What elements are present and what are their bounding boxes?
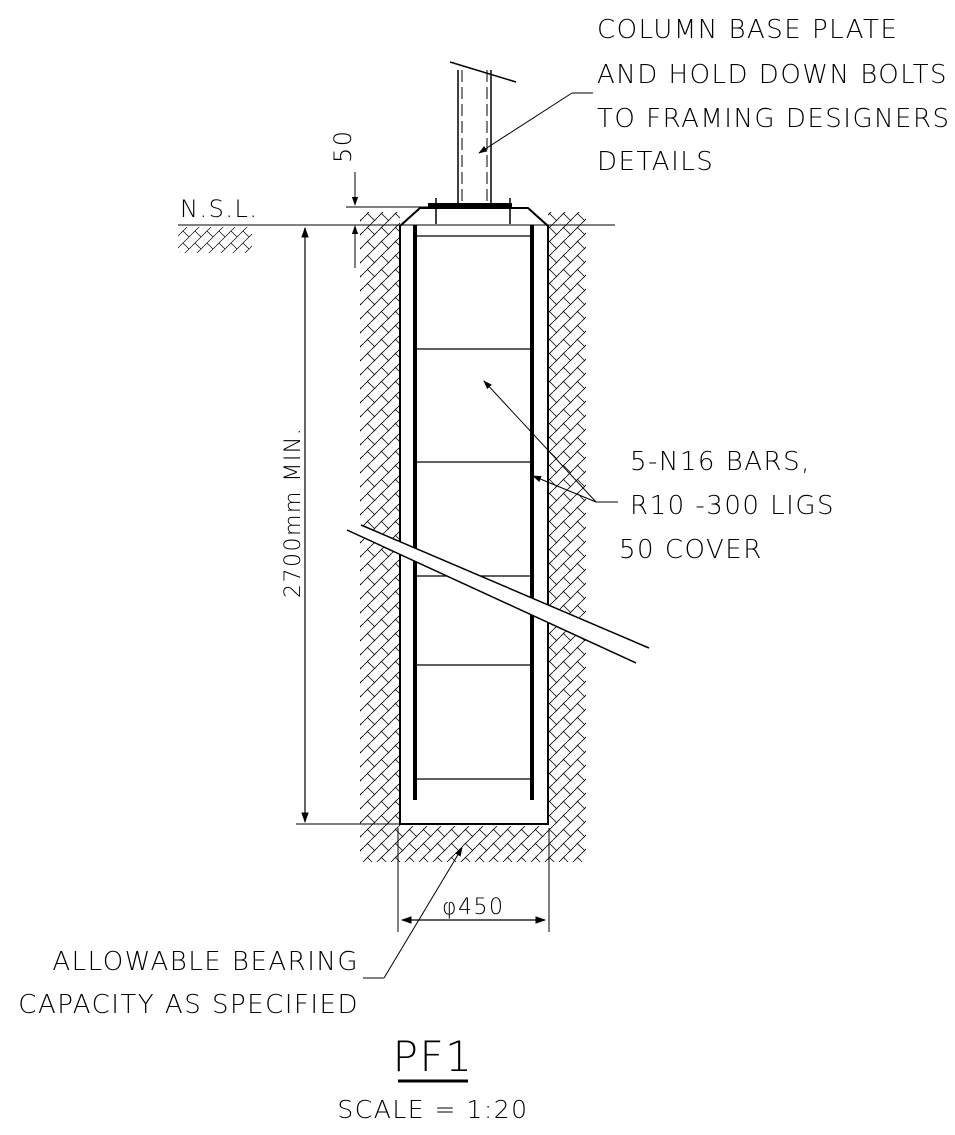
reinforcement-note-leaders xyxy=(483,380,618,503)
reinforcement-note-line-1: 5-N16 BARS, xyxy=(630,447,811,477)
reinforcement-note-line-2: R10 -300 LIGS xyxy=(630,491,835,521)
column-note: COLUMN BASE PLATE AND HOLD DOWN BOLTS TO… xyxy=(597,15,951,177)
base-plate xyxy=(428,198,512,224)
reinforcement-note-line-3: 50 COVER xyxy=(619,535,763,565)
reinforcement-note: 5-N16 BARS, R10 -300 LIGS 50 COVER xyxy=(619,447,835,565)
bearing-note: ALLOWABLE BEARING CAPACITY AS SPECIFIED xyxy=(18,947,359,1020)
ligatures xyxy=(415,235,532,780)
depth-dimension-label: 2700mm MIN. xyxy=(281,427,306,598)
depth-dimension xyxy=(296,224,404,825)
ground-level-label: N.S.L. xyxy=(180,195,258,223)
soil-hatch xyxy=(360,212,586,862)
break-line xyxy=(346,524,650,664)
column-note-line-3: TO FRAMING DESIGNERS xyxy=(597,104,951,134)
column-note-leader xyxy=(478,92,593,154)
top-dimension xyxy=(346,172,430,268)
diameter-dimension xyxy=(397,828,550,932)
diameter-dimension-label: φ450 xyxy=(442,895,505,920)
detail-title: PF1 xyxy=(393,1032,474,1081)
pier-outline xyxy=(399,207,549,825)
bearing-note-line-2: CAPACITY AS SPECIFIED xyxy=(18,990,359,1020)
column-note-line-4: DETAILS xyxy=(597,147,714,177)
bearing-note-leader xyxy=(363,847,463,979)
column-note-line-1: COLUMN BASE PLATE xyxy=(597,15,898,45)
reinforcement-bars xyxy=(413,225,534,800)
top-dimension-label: 50 xyxy=(329,129,357,163)
detail-scale: SCALE = 1:20 xyxy=(337,1095,528,1124)
bearing-note-line-1: ALLOWABLE BEARING xyxy=(52,947,359,977)
column xyxy=(449,61,517,206)
column-note-line-2: AND HOLD DOWN BOLTS xyxy=(597,60,948,90)
